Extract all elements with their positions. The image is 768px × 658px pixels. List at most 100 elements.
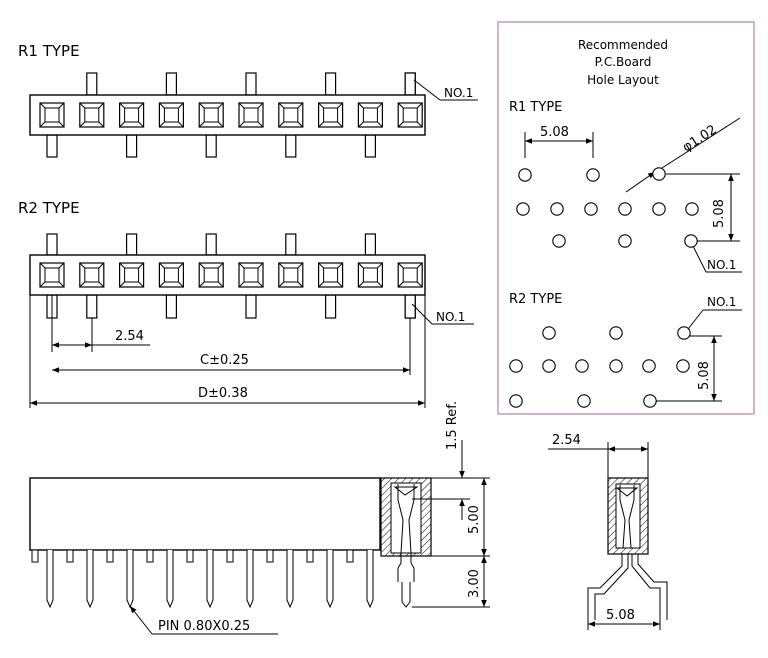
- side-pin-long: [326, 550, 334, 609]
- pcb-hole: [609, 359, 623, 373]
- section-tail-upper: [397, 553, 415, 582]
- r1-pins-bottom: [46, 134, 376, 158]
- r1-pin-down: [205, 134, 217, 158]
- side-pin-long: [46, 550, 54, 609]
- c-label: C±0.25: [200, 353, 249, 368]
- r1-top-view: R1 TYPE NO.1: [18, 42, 478, 158]
- pcb-hole: [542, 359, 556, 373]
- ra-254-label: 2.54: [552, 433, 581, 448]
- section-contact-spring: [397, 484, 415, 554]
- r1-contact-cells: [39, 102, 423, 128]
- ra-lead-right-inner: [637, 554, 668, 620]
- pcb-hole: [577, 394, 591, 408]
- pcb-title-line2: P.C.Board: [595, 55, 652, 69]
- section-cavity: [390, 482, 422, 554]
- pcb-r2-type-label: R2 TYPE: [509, 292, 562, 307]
- side-pin-stub: [66, 549, 74, 563]
- pcb-r2-508-label: 5.08: [697, 361, 712, 390]
- r1-cell: [278, 102, 304, 128]
- side-pin-long: [246, 550, 254, 609]
- pcb-hole: [518, 168, 532, 182]
- r1-cell: [118, 102, 145, 128]
- side-pin-stub: [186, 549, 194, 563]
- dim-500-label: 5.00: [467, 505, 482, 534]
- pcb-r1-no1-label: NO.1: [707, 258, 736, 272]
- pcb-panel-border: [497, 21, 755, 415]
- pcb-title-line1: Recommended: [578, 38, 668, 52]
- pin-leader: [129, 605, 153, 635]
- side-pin-stub: [106, 549, 114, 563]
- r2-cell: [198, 262, 224, 288]
- r1-pin-up: [165, 72, 177, 96]
- side-pin-stub: [346, 549, 354, 563]
- r2-cell: [39, 262, 65, 288]
- r2-pin-bottom: [86, 294, 98, 319]
- r2-pin-bottom: [404, 294, 416, 319]
- r1-cell: [198, 102, 224, 128]
- r1-cell: [79, 102, 105, 128]
- r1-cell: [39, 102, 65, 128]
- pcb-hole: [618, 234, 632, 248]
- side-pin-long: [206, 550, 214, 609]
- side-pin-stub: [226, 549, 234, 563]
- r1-cell: [357, 102, 383, 128]
- side-pins: [31, 549, 374, 609]
- r1-no1-leader: [413, 79, 441, 101]
- pcb-phi-label: φ1.02: [680, 122, 720, 155]
- side-pin-long: [366, 550, 374, 609]
- r2-pin-top: [285, 233, 297, 256]
- pcb-phi-leader: [625, 171, 656, 193]
- pcb-hole: [542, 326, 556, 340]
- r1-pin-up: [245, 72, 257, 96]
- right-angle-view: 2.54 5.08: [548, 433, 668, 630]
- r2-pin-top: [46, 233, 58, 256]
- pcb-508-top-label: 5.08: [540, 125, 569, 140]
- pcb-hole-layout-panel: Recommended P.C.Board Hole Layout R1 TYP…: [497, 21, 755, 415]
- r1-cell: [318, 102, 344, 128]
- r1-no1-label: NO.1: [444, 86, 473, 100]
- r2-cell: [318, 262, 344, 288]
- ra-508-label: 5.08: [606, 608, 635, 623]
- pcb-hole: [618, 202, 632, 216]
- pcb-hole: [684, 234, 698, 248]
- side-pin-long: [86, 550, 94, 609]
- r1-pin-down: [285, 134, 297, 158]
- r1-cell: [238, 102, 264, 128]
- ra-contact-spring: [619, 485, 635, 549]
- dim-300-label: 3.00: [467, 569, 482, 598]
- r2-pin-top: [205, 233, 217, 256]
- side-pin-stub: [31, 549, 39, 563]
- pcb-hole: [677, 326, 691, 340]
- pcb-phi-leader-ext: [661, 117, 741, 169]
- ra-contact-top: [615, 487, 639, 497]
- r1-type-label: R1 TYPE: [18, 42, 80, 60]
- pcb-hole: [509, 394, 523, 408]
- side-pin-stub: [146, 549, 154, 563]
- side-pin-long: [166, 550, 174, 609]
- ra-lead-left-inner: [594, 554, 629, 620]
- r2-pin-top: [364, 233, 376, 256]
- r1-pin-up: [86, 72, 98, 96]
- r2-cell: [278, 262, 304, 288]
- pcb-r2-no1-label: NO.1: [707, 295, 736, 309]
- r2-pin-bottom: [165, 294, 177, 319]
- r2-pin-bottom: [245, 294, 257, 319]
- pcb-hole: [575, 359, 589, 373]
- r2-cell: [158, 262, 184, 288]
- pcb-hole: [584, 202, 598, 216]
- dim-15ref-label: 1.5 Ref.: [445, 401, 460, 450]
- pcb-hole: [609, 326, 623, 340]
- pin-label: PIN 0.80X0.25: [158, 619, 250, 634]
- r1-cell: [158, 102, 184, 128]
- pcb-hole: [642, 359, 656, 373]
- r2-type-label: R2 TYPE: [18, 199, 80, 217]
- r1-pin-up: [325, 72, 337, 96]
- r2-cell: [238, 262, 264, 288]
- side-pin-long: [126, 550, 134, 609]
- r2-no1-leader: [411, 303, 433, 325]
- pcb-r1-no1-leader: [692, 245, 707, 273]
- r1-cell: [397, 102, 423, 128]
- pcb-hole: [676, 359, 690, 373]
- pcb-hole: [552, 234, 566, 248]
